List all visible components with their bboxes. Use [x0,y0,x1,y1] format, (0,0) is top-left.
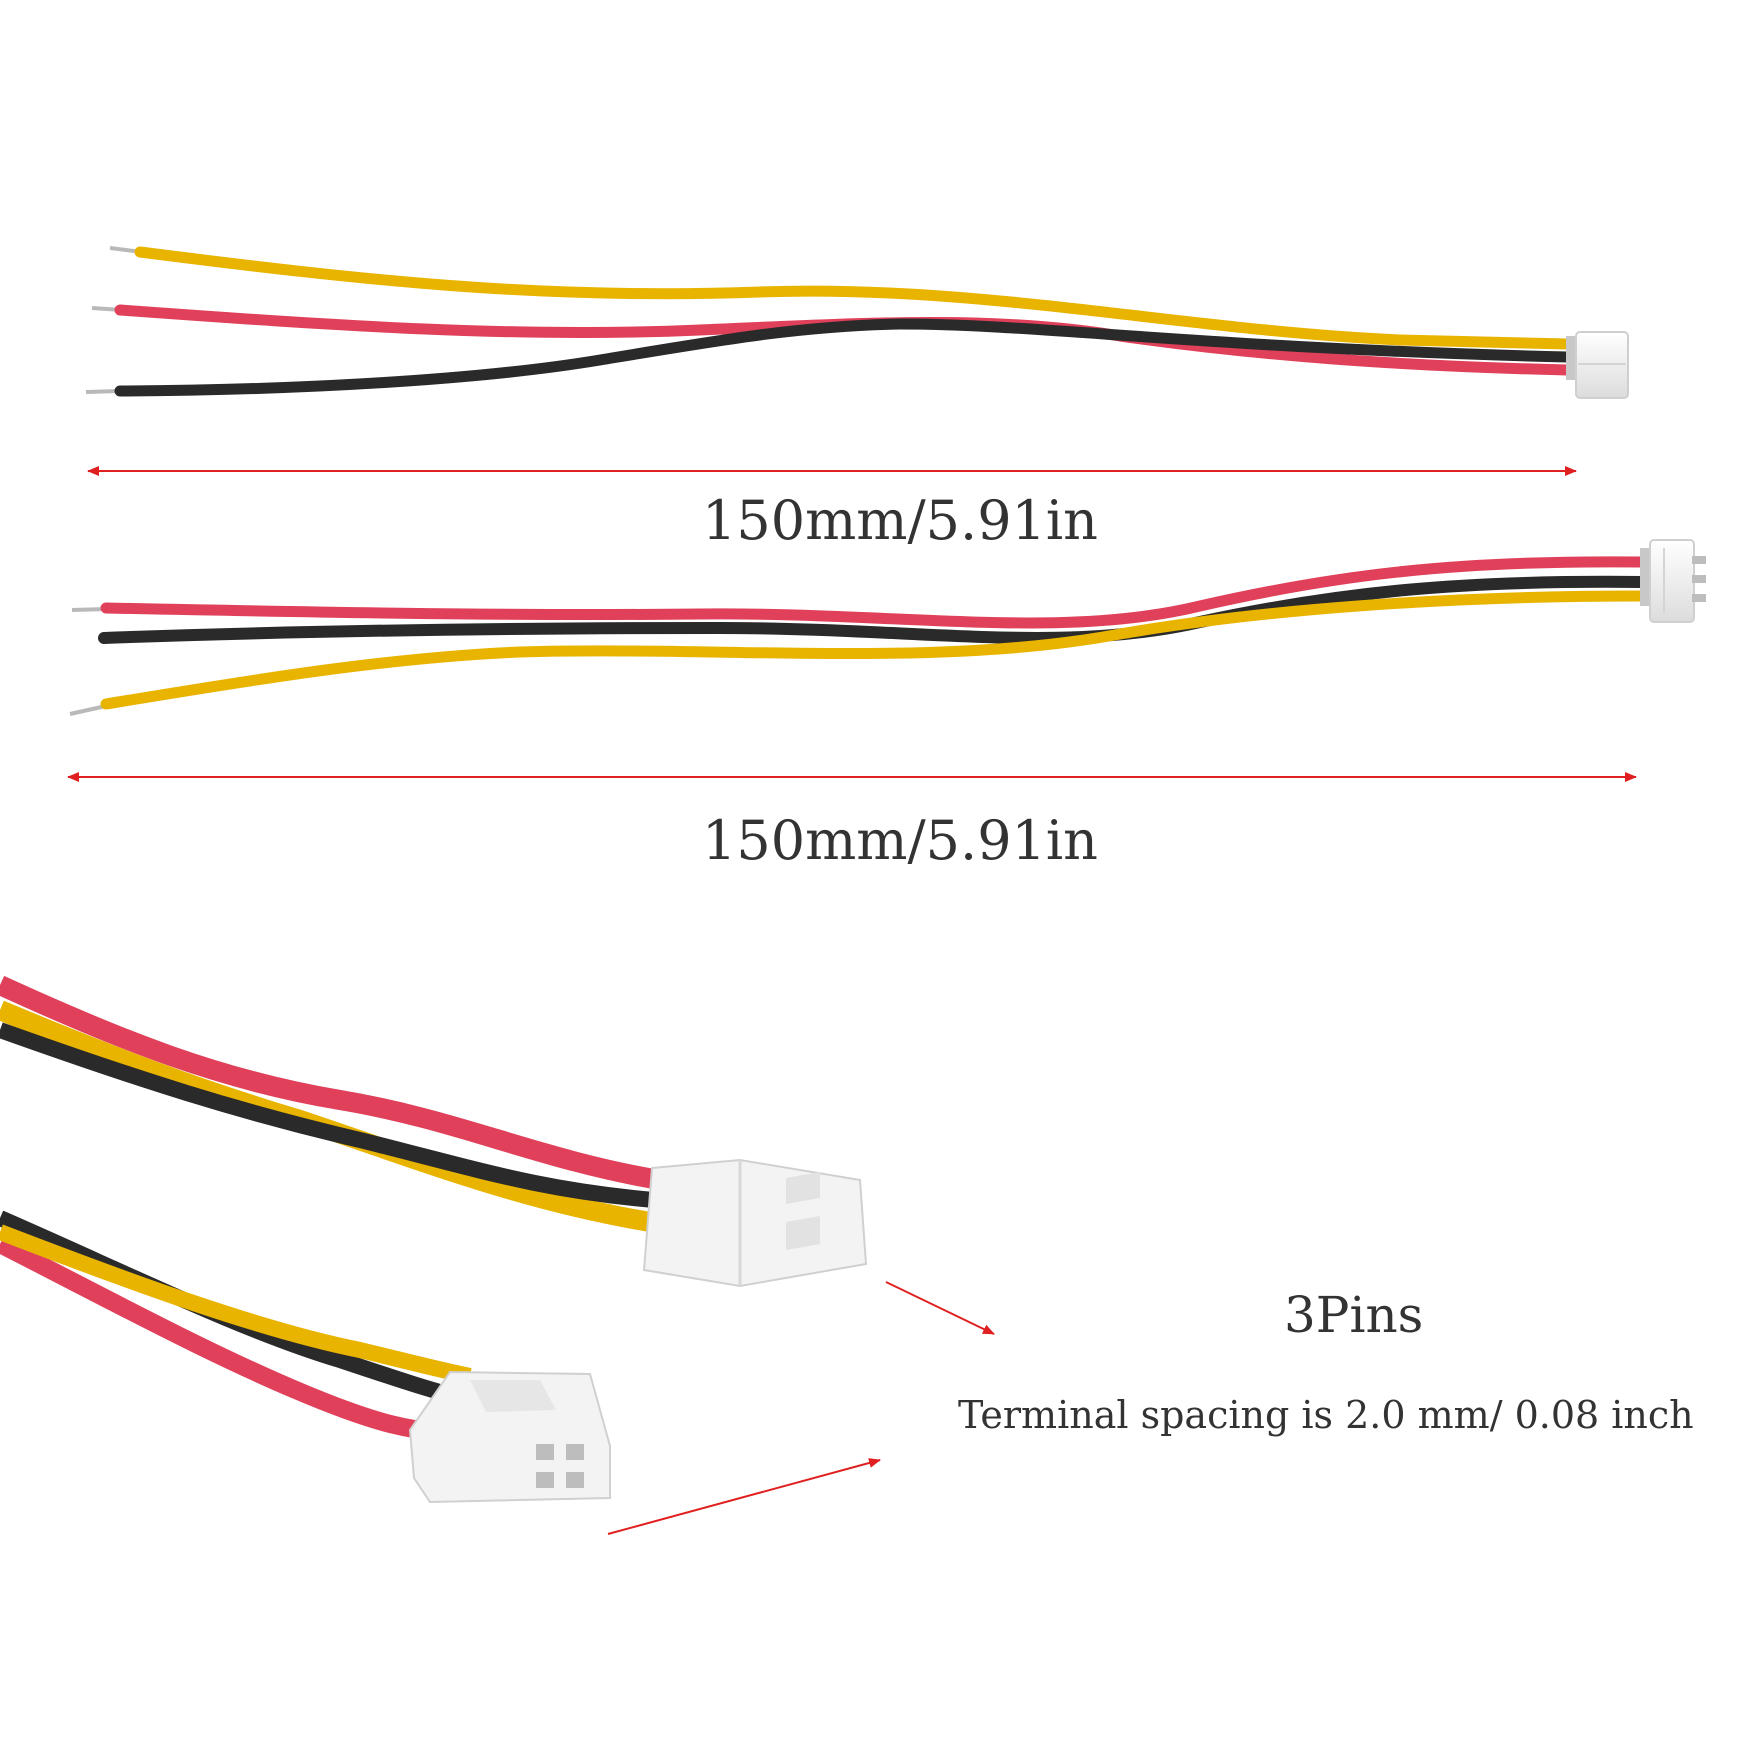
red-wire [100,556,1648,629]
closeup-connector-upper [642,1158,868,1288]
yellow-wire [0,1224,472,1384]
top-length-label: 150mm/5.91in [702,489,1098,552]
middle-connector [1640,539,1706,623]
top-cable [85,246,1629,399]
red-wire [0,1235,441,1441]
yellow-wire [134,246,1574,350]
closeup-cables [0,975,868,1504]
middle-length-label: 150mm/5.91in [702,809,1098,872]
black-wire [98,575,1648,644]
red-wire [0,975,662,1190]
black-wire [0,1022,655,1208]
yellow-wire [100,590,1648,710]
wire-tip [69,704,107,716]
pins-label: 3Pins [1284,1286,1424,1344]
closeup-connector-lower [408,1370,611,1504]
top-connector [1566,331,1629,399]
middle-cable [69,539,1706,716]
terminal-spacing-label: Terminal spacing is 2.0 mm/ 0.08 inch [958,1393,1694,1437]
wire-tip [85,389,121,394]
pointer-arrow-lower [607,1458,881,1535]
black-wire [114,318,1574,397]
pointer-arrow-upper [885,1281,995,1335]
